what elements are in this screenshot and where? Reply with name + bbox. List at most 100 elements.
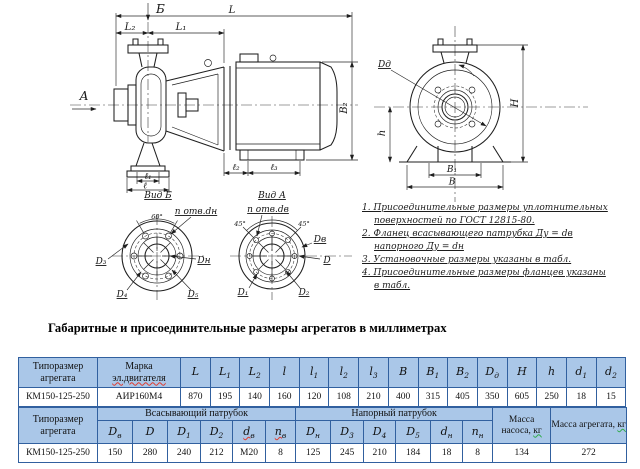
angle-45-right-label: 45°	[297, 220, 310, 228]
cell-value: 210	[363, 443, 397, 463]
cell-value: 240	[167, 443, 201, 463]
col-header-d2: d2	[595, 357, 627, 388]
view-a-title: Вид А	[257, 191, 286, 201]
dim-Dv-label: Dв	[313, 235, 326, 245]
note-line: 1. Присоединительные размеры уплотнитель…	[362, 203, 608, 213]
cell-value: 150	[97, 443, 133, 463]
dim-B2-label: В₂	[339, 102, 350, 114]
dim-D-label: D	[322, 256, 330, 266]
dim-l-label: ℓ	[143, 182, 147, 192]
cell-value: 212	[200, 443, 233, 463]
cell-value: 8	[462, 443, 494, 463]
col-header-dn: dн	[430, 420, 464, 444]
col-header-nv: nв	[264, 420, 297, 444]
dim-l3-label: ℓ₃	[270, 163, 278, 173]
dim-D2-label: D₂	[298, 288, 310, 298]
col-header-D: D	[132, 420, 168, 444]
cell-value: 134	[492, 443, 552, 463]
cell-size: КМ150-125-250	[18, 387, 98, 407]
cell-value: 245	[330, 443, 365, 463]
holes-note-dn: n отв.dн	[175, 207, 217, 217]
front-view-pump: Dд Н h В₁ В	[374, 26, 588, 202]
side-view-pump-unit: А Б	[70, 2, 358, 193]
dim-Dn-label: Dн	[196, 256, 210, 266]
dim-h-label: h	[377, 130, 388, 136]
cell-motor: АИР160М4	[97, 387, 181, 407]
cell-value: 195	[209, 387, 241, 407]
col-header-Dn: Dн	[295, 420, 332, 444]
flange-view-b: Вид Б 60° n отв.dн D₃ D₄ D₅ Dн	[95, 191, 217, 300]
dim-l2-label: ℓ₂	[232, 163, 240, 173]
table-row: КМ150-125-250 АИР160М4 870 195 140 160 1…	[18, 387, 627, 407]
dim-B1-label: В₁	[446, 165, 457, 175]
col-header-L: L	[180, 357, 211, 388]
col-header-d1: d1	[565, 357, 597, 388]
nozzle-flange-table: Типоразмер агрегата Всасывающий патрубок…	[18, 407, 628, 463]
note-line: 2. Фланец всасывающего патрубка Ду = dв	[362, 229, 573, 239]
dim-D4-label: D₄	[116, 290, 128, 300]
dim-l1-label: ℓ₁	[144, 172, 151, 182]
dim-Dd-label: Dд	[377, 60, 391, 70]
note-line: напорного Ду = dн	[374, 242, 464, 252]
dim-B-label: В	[448, 178, 456, 188]
cell-size: КМ150-125-250	[18, 443, 98, 463]
cell-value: 210	[358, 387, 389, 407]
col-header-size: Типоразмер агрегата	[18, 357, 98, 388]
angle-60-label: 60°	[151, 213, 163, 221]
col-header-size2: Типоразмер агрегата	[18, 407, 98, 444]
col-header-D4: D4	[363, 420, 397, 444]
cell-value: 18	[430, 443, 464, 463]
col-header-l1: l1	[298, 357, 330, 388]
cell-value: 184	[395, 443, 432, 463]
col-header-h: h	[536, 357, 567, 388]
group-header-suction: Всасывающий патрубок	[96, 407, 297, 421]
col-header-l2: l2	[328, 357, 360, 388]
note-line: 3. Установочные размеры указаны в табл.	[362, 255, 572, 265]
cell-value: 870	[180, 387, 211, 407]
col-header-Dd: Dд	[476, 357, 508, 388]
col-header-dv: dв	[232, 420, 266, 444]
col-header-Dv: Dв	[97, 420, 133, 444]
cell-value: 272	[550, 443, 628, 463]
note-line: поверхностей по ГОСТ 12815-80.	[374, 216, 535, 226]
flange-view-a: Вид А 45° 45° n отв.dв Dв D D₁ D	[230, 191, 352, 300]
dim-L1-label: L₁	[175, 22, 187, 33]
cell-value: 18	[565, 387, 597, 407]
col-header-D5: D5	[395, 420, 432, 444]
cell-value: М20	[232, 443, 266, 463]
col-header-l: l	[269, 357, 300, 388]
dim-H-label: Н	[510, 98, 521, 108]
col-header-D3: D3	[330, 420, 365, 444]
drawing-notes: 1. Присоединительные размеры уплотнитель…	[362, 202, 634, 293]
col-header-L1: L1	[209, 357, 241, 388]
col-header-B2: B2	[447, 357, 478, 388]
cell-value: 315	[417, 387, 449, 407]
holes-note-dv: n отв.dв	[247, 205, 289, 215]
dim-D1-label: D₁	[237, 288, 249, 298]
table-row: КМ150-125-250 150 280 240 212 М20 8 125 …	[18, 443, 628, 463]
section-arrow-b-label: Б	[155, 2, 165, 16]
cell-value: 280	[132, 443, 168, 463]
dim-D5-label: D₅	[187, 290, 199, 300]
col-header-B: B	[387, 357, 419, 388]
group-header-discharge: Напорный патрубок	[295, 407, 494, 421]
view-arrow-a-label: А	[78, 89, 88, 103]
cell-value: 350	[476, 387, 508, 407]
cell-value: 400	[387, 387, 419, 407]
cell-value: 140	[239, 387, 271, 407]
note-line: в табл.	[374, 281, 411, 291]
col-header-L2: L2	[239, 357, 271, 388]
technical-drawing: А Б	[70, 2, 588, 300]
col-header-unit-mass: Масса агрегата, кг	[550, 407, 628, 444]
cell-value: 125	[295, 443, 332, 463]
col-header-D2: D2	[200, 420, 233, 444]
cell-value: 605	[506, 387, 538, 407]
col-header-nn: nн	[462, 420, 494, 444]
dim-L-label: L	[228, 5, 236, 16]
cell-value: 160	[269, 387, 300, 407]
table-caption: Габаритные и присоединительные размеры а…	[48, 321, 447, 335]
dim-D3-label: D₃	[95, 257, 107, 267]
cell-value: 120	[298, 387, 330, 407]
